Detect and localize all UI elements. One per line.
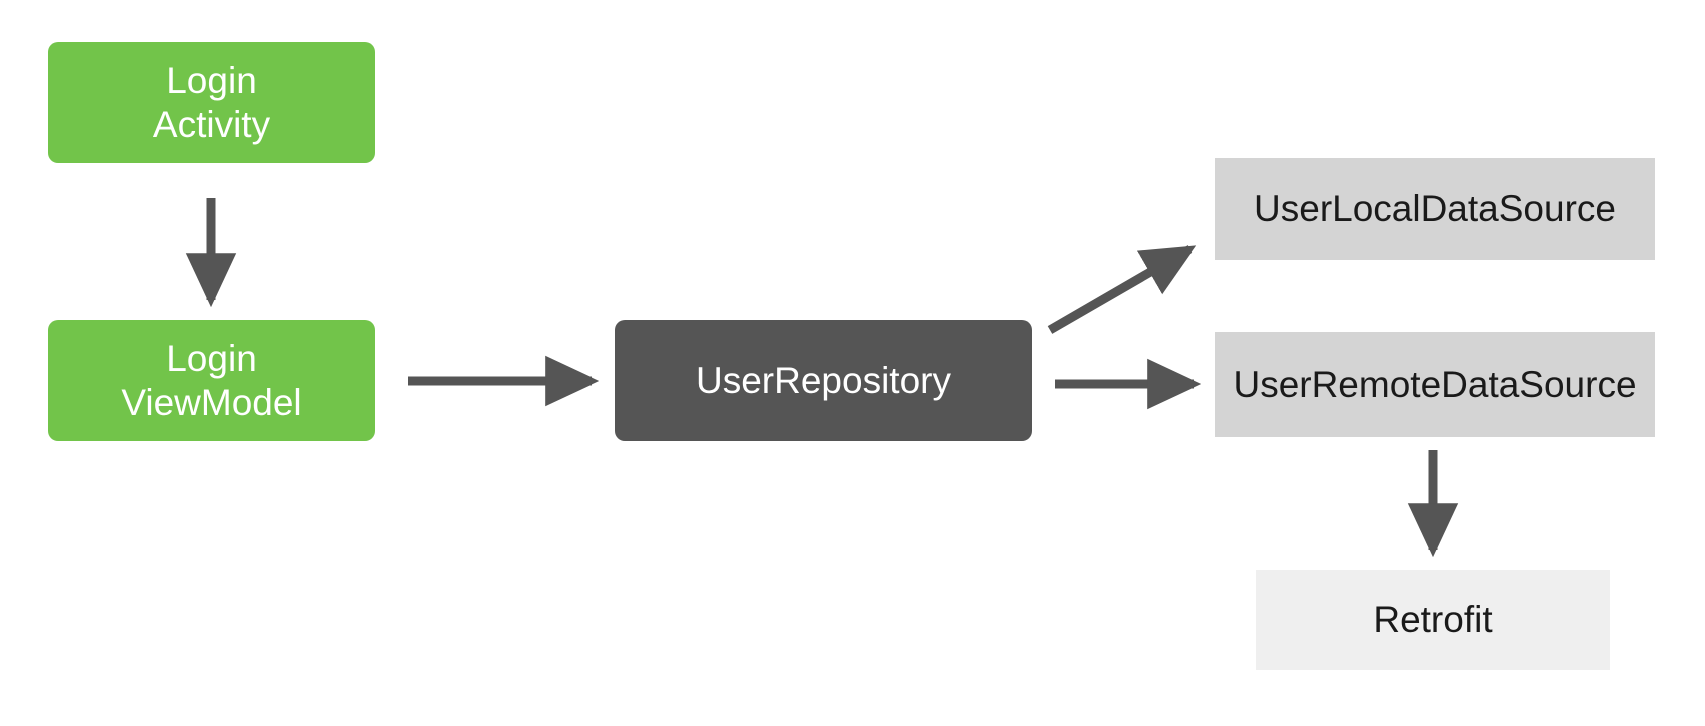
- node-user-remote-data-source[interactable]: UserRemoteDataSource: [1215, 332, 1655, 437]
- edge-repository-to-local-data-source: [1047, 245, 1197, 334]
- node-user-repository[interactable]: UserRepository: [615, 320, 1032, 441]
- node-user-local-data-source[interactable]: UserLocalDataSource: [1215, 158, 1655, 260]
- node-retrofit[interactable]: Retrofit: [1256, 570, 1610, 670]
- node-login-viewmodel[interactable]: Login ViewModel: [48, 320, 375, 441]
- node-login-activity[interactable]: Login Activity: [48, 42, 375, 163]
